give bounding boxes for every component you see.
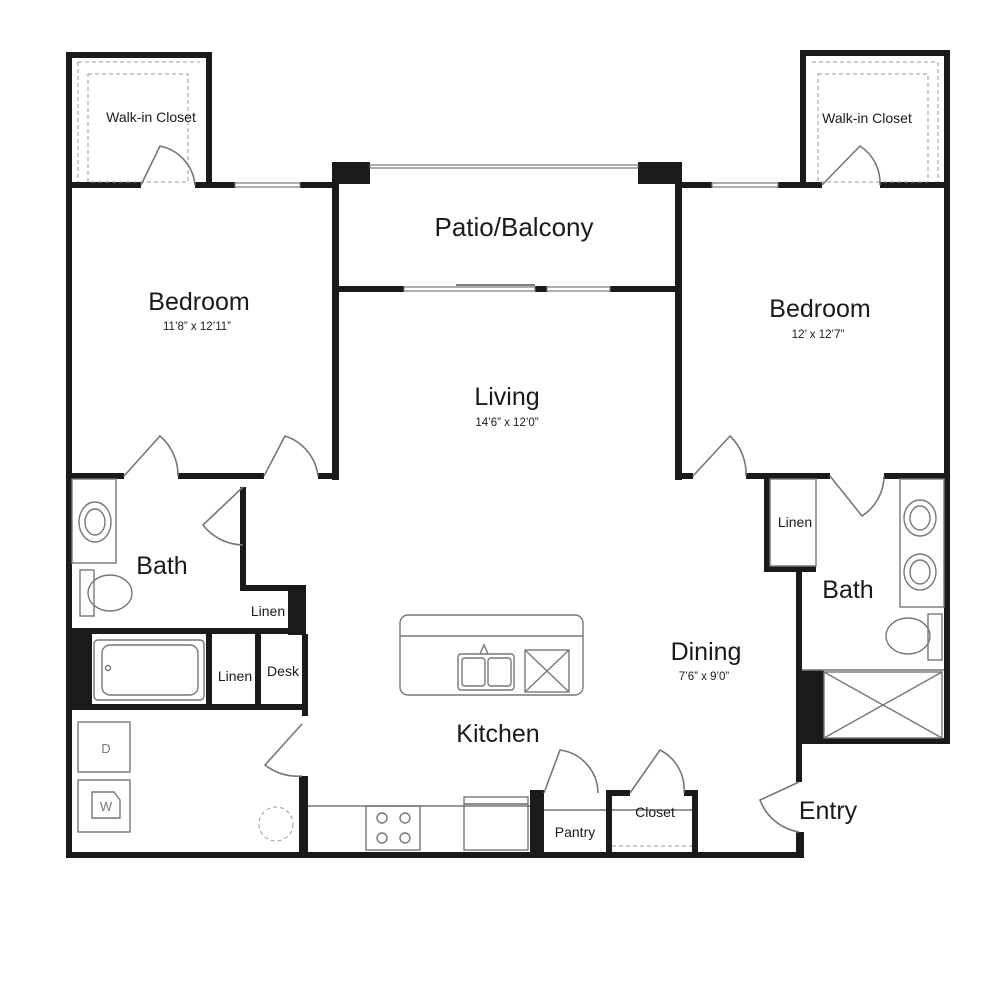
toilet-icon <box>87 574 133 612</box>
stove-icon <box>365 805 421 851</box>
walk-in-closet-left-label: Walk-in Closet <box>106 109 196 125</box>
washer-label: W <box>100 799 113 814</box>
bedroom-left-dims: 11’8” x 12’11” <box>163 321 231 333</box>
toilet-icon <box>885 617 931 655</box>
desk-label: Desk <box>267 663 300 679</box>
bedroom-left-label: Bedroom <box>148 288 249 316</box>
island <box>399 614 584 696</box>
dryer-label: D <box>101 741 110 756</box>
room-labels: Walk-in Closet Walk-in Closet Patio/Balc… <box>100 109 912 840</box>
bedroom-right-label: Bedroom <box>769 295 870 323</box>
bath-left-label: Bath <box>136 552 187 580</box>
linen-upper-left-label: Linen <box>251 603 285 619</box>
linen-lower-left-label: Linen <box>218 668 252 684</box>
closet-shelving <box>77 61 939 183</box>
kitchen-fixtures <box>308 614 692 851</box>
bathtub-icon <box>93 639 205 701</box>
linen-right-label: Linen <box>778 514 812 530</box>
living-label: Living <box>474 383 539 411</box>
sink-icon <box>78 501 112 543</box>
sink-icon <box>903 499 937 537</box>
double-sink-icon <box>457 653 515 691</box>
laundry-fixtures <box>77 721 294 842</box>
walls <box>66 50 950 858</box>
doors <box>123 144 885 833</box>
bath-right-label: Bath <box>822 576 873 604</box>
dining-dims: 7’6” x 9’0” <box>679 671 730 683</box>
pantry-label: Pantry <box>555 824 595 840</box>
kitchen-label: Kitchen <box>456 720 539 748</box>
dining-label: Dining <box>671 638 742 666</box>
bedroom-right-dims: 12’ x 12’7” <box>792 329 845 341</box>
entry-label: Entry <box>799 797 858 825</box>
sink-icon <box>903 553 937 591</box>
refrigerator-icon <box>463 803 529 851</box>
left-bath-fixtures <box>71 478 205 701</box>
dishwasher-icon <box>524 649 570 693</box>
windows <box>234 164 779 292</box>
patio-label: Patio/Balcony <box>435 212 594 242</box>
shower-icon <box>823 671 943 739</box>
closet-label: Closet <box>635 804 675 820</box>
living-dims: 14’6” x 12’0” <box>475 417 538 429</box>
walk-in-closet-right-label: Walk-in Closet <box>822 110 912 126</box>
right-bath-fixtures <box>769 478 945 739</box>
